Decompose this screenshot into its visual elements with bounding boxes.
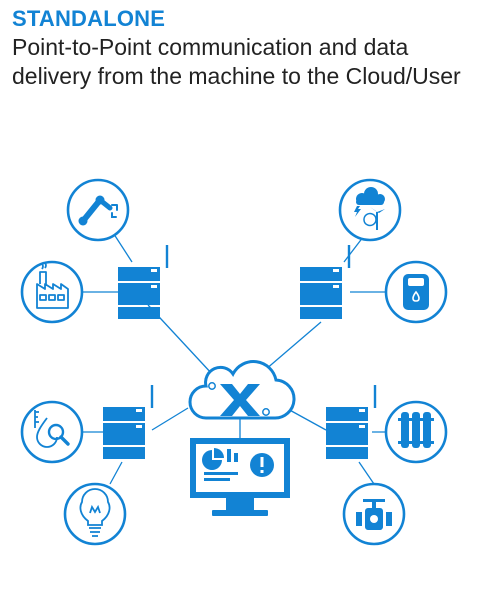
cloud-hub-icon (188, 360, 296, 420)
gateway-device-icon (298, 243, 351, 321)
dispenser-icon (384, 260, 448, 324)
valve-icon (342, 482, 406, 546)
lightbulb-icon (63, 482, 127, 546)
level-sensor-icon (20, 400, 84, 464)
monitor-dashboard-icon (190, 438, 290, 516)
gateway-device-icon (324, 383, 377, 461)
gateway-device-icon (116, 243, 169, 321)
weather-cloud-icon (338, 178, 402, 242)
heading: STANDALONE Point-to-Point communication … (12, 6, 482, 91)
page-subtitle: Point-to-Point communication and data de… (12, 34, 461, 89)
factory-icon (20, 260, 84, 324)
tanks-icon (384, 400, 448, 464)
robot-arm-icon (66, 178, 130, 242)
page-title: STANDALONE (12, 6, 166, 31)
gateway-device-icon (101, 383, 154, 461)
